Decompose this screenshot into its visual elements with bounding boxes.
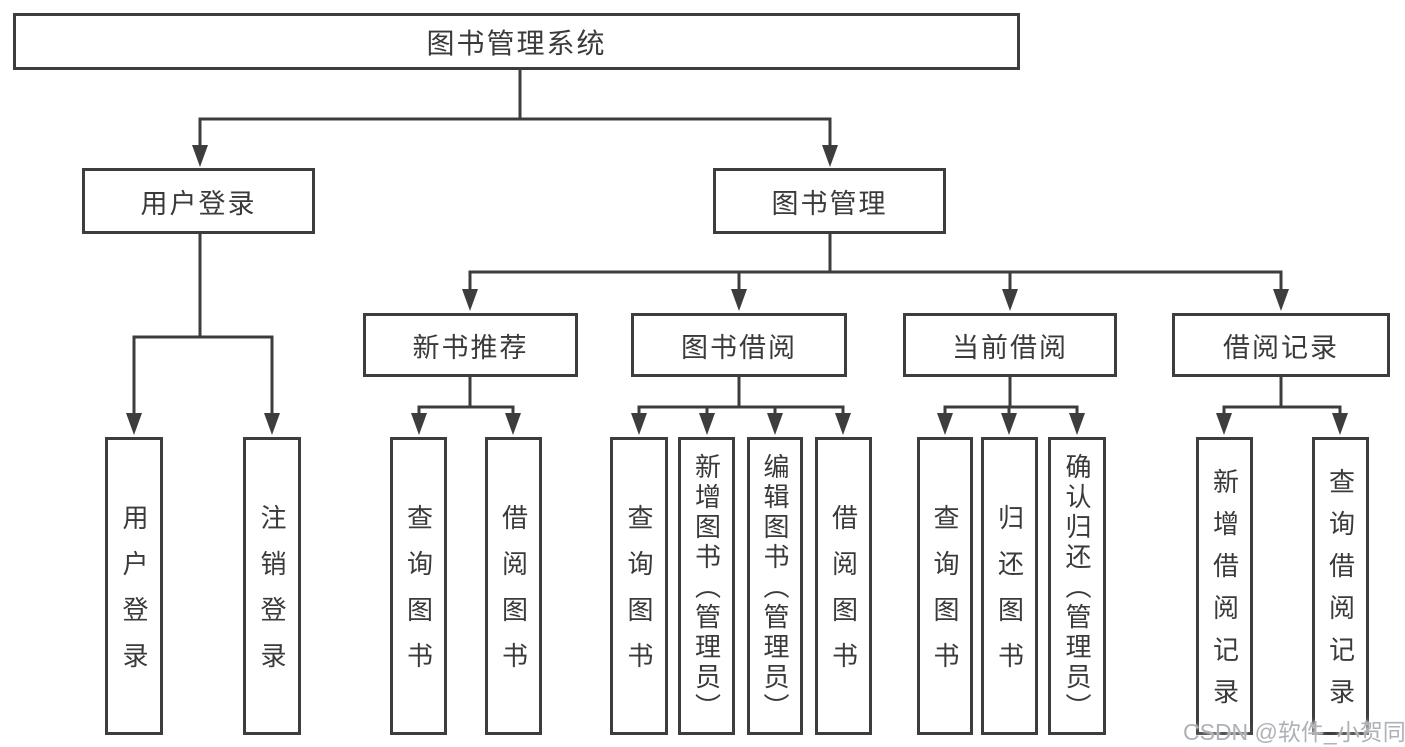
arrow-head-icon [462,289,478,311]
leaf-borrow-books: 借阅图书 [815,437,872,735]
arrow-head-icon [126,413,142,435]
arrow-head-icon [835,413,851,435]
arrow-head-icon [937,413,953,435]
leaf-user-login-label: 用户登录 [119,504,149,688]
node-new-book-recommend-label: 新书推荐 [412,332,529,363]
leaf-add-books-admin: 新增图书（管理员） [678,437,735,735]
csdn-watermark: CSDN @软件_小贺同学 [1183,719,1405,745]
arrow-head-icon [1002,289,1018,311]
leaf-edit-books-admin-label: 编辑图书（管理员） [760,453,790,723]
leaf-current-query-books-label: 查询图书 [930,504,960,688]
leaf-logout: 注销登录 [243,437,301,735]
leaf-borrow-query-books: 查询图书 [610,437,668,735]
node-current-borrow-label: 当前借阅 [952,332,1068,363]
arrow-head-icon [731,289,747,311]
arrow-head-icon [631,413,647,435]
arrow-head-icon [1273,289,1289,311]
leaf-return-books-label: 归还图书 [994,504,1025,688]
leaf-confirm-return-admin: 确认归还（管理员） [1048,437,1106,735]
leaf-user-login: 用户登录 [105,437,163,735]
arrow-head-icon [1216,413,1232,435]
node-new-book-recommend: 新书推荐 [363,313,578,377]
node-book-borrow-label: 图书借阅 [681,332,797,363]
leaf-recommend-query-books: 查询图书 [390,437,447,735]
arrow-head-icon [1069,413,1085,435]
leaf-recommend-borrow-books: 借阅图书 [485,437,542,735]
leaf-confirm-return-admin-label: 确认归还（管理员） [1062,453,1092,723]
leaf-logout-label: 注销登录 [257,504,287,688]
arrow-head-icon [1001,413,1017,435]
arrow-head-icon [505,413,521,435]
arrow-head-icon [699,413,715,435]
leaf-add-borrow-record-label: 新增借阅记录 [1209,468,1240,720]
leaf-recommend-query-books-label: 查询图书 [403,504,434,688]
leaf-borrow-books-label: 借阅图书 [828,504,859,688]
node-root-label: 图书管理系统 [426,27,607,59]
node-current-borrow: 当前借阅 [903,313,1117,377]
node-book-borrow: 图书借阅 [631,313,847,377]
node-user-login-label: 用户登录 [140,188,257,219]
leaf-recommend-borrow-books-label: 借阅图书 [498,504,529,688]
leaf-current-query-books: 查询图书 [917,437,973,735]
node-user-login: 用户登录 [82,168,315,234]
arrow-head-icon [192,145,208,167]
leaf-query-borrow-record-label: 查询借阅记录 [1325,468,1356,720]
leaf-add-borrow-record: 新增借阅记录 [1196,437,1253,735]
leaf-return-books: 归还图书 [981,437,1038,735]
leaf-edit-books-admin: 编辑图书（管理员） [747,437,803,735]
node-book-management-label: 图书管理 [771,188,888,219]
leaf-borrow-query-books-label: 查询图书 [624,504,654,688]
leaf-query-borrow-record: 查询借阅记录 [1312,437,1369,735]
node-borrow-records-label: 借阅记录 [1223,332,1339,363]
arrow-head-icon [767,413,783,435]
node-borrow-records: 借阅记录 [1172,313,1390,377]
arrow-head-icon [411,413,427,435]
leaf-add-books-admin-label: 新增图书（管理员） [691,453,722,723]
arrow-head-icon [264,413,280,435]
node-root: 图书管理系统 [13,13,1020,70]
node-book-management: 图书管理 [713,168,946,234]
arrow-head-icon [822,145,838,167]
arrow-head-icon [1332,413,1348,435]
